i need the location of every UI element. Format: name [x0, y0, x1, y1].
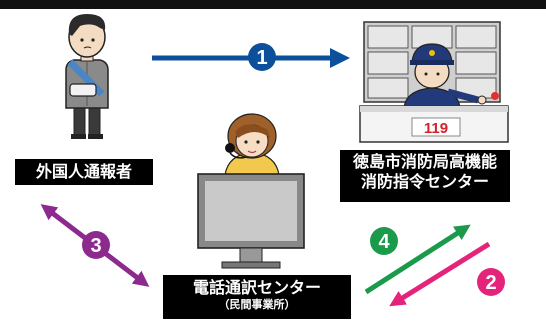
- step-3-badge: 3: [82, 231, 110, 259]
- svg-text:2: 2: [485, 272, 496, 294]
- top-band: [0, 0, 546, 9]
- arrow-step-2: [389, 241, 491, 307]
- foreign-caller-label: 外国人通報者: [15, 159, 153, 185]
- fire-center-label-line2: 消防指令センター: [360, 171, 489, 191]
- svg-text:4: 4: [378, 231, 390, 253]
- step-1-badge: 1: [248, 43, 276, 71]
- step-4-badge: 4: [370, 227, 398, 255]
- interpreter-center-label: 電話通訳センター （民間事業所）: [163, 275, 351, 319]
- foreign-caller-figure: [65, 14, 109, 139]
- arrow-step-4: [364, 224, 471, 295]
- interpreter-illustration: [197, 113, 305, 269]
- sign-119: 119: [424, 120, 448, 137]
- dispatch-center-illustration: 119: [359, 21, 509, 143]
- interpreter-center-sublabel: （民間事業所）: [218, 297, 296, 311]
- svg-text:1: 1: [256, 47, 267, 69]
- fire-center-label: 徳島市消防局高機能 消防指令センター: [340, 150, 510, 202]
- interpreter-center-title: 電話通訳センター: [192, 278, 321, 297]
- svg-text:3: 3: [90, 235, 101, 257]
- fire-center-label-line1: 徳島市消防局高機能: [352, 152, 497, 171]
- step-2-badge: 2: [477, 268, 505, 296]
